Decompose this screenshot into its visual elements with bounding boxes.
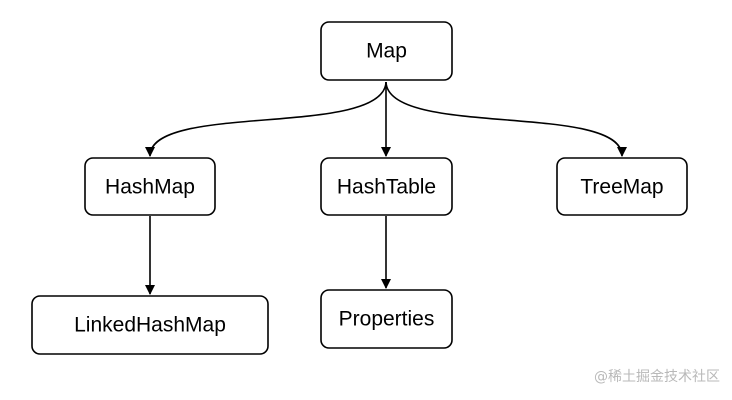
node-treemap: TreeMap	[556, 157, 688, 216]
node-hashtable: HashTable	[320, 157, 453, 216]
edge-map-to-treemap	[385, 81, 627, 157]
node-hashmap-label: HashMap	[105, 176, 195, 199]
node-linkedhashmap: LinkedHashMap	[31, 295, 269, 355]
edge-map-to-hashmap	[145, 81, 387, 157]
watermark-text: @稀土掘金技术社区	[594, 369, 720, 385]
node-properties: Properties	[320, 289, 453, 349]
node-treemap-label: TreeMap	[580, 176, 663, 199]
node-map-label: Map	[366, 40, 407, 63]
node-properties-label: Properties	[339, 308, 435, 331]
node-hashmap: HashMap	[84, 157, 216, 216]
node-map: Map	[320, 21, 453, 81]
node-hashtable-label: HashTable	[337, 176, 436, 199]
node-linkedhashmap-label: LinkedHashMap	[74, 314, 226, 337]
